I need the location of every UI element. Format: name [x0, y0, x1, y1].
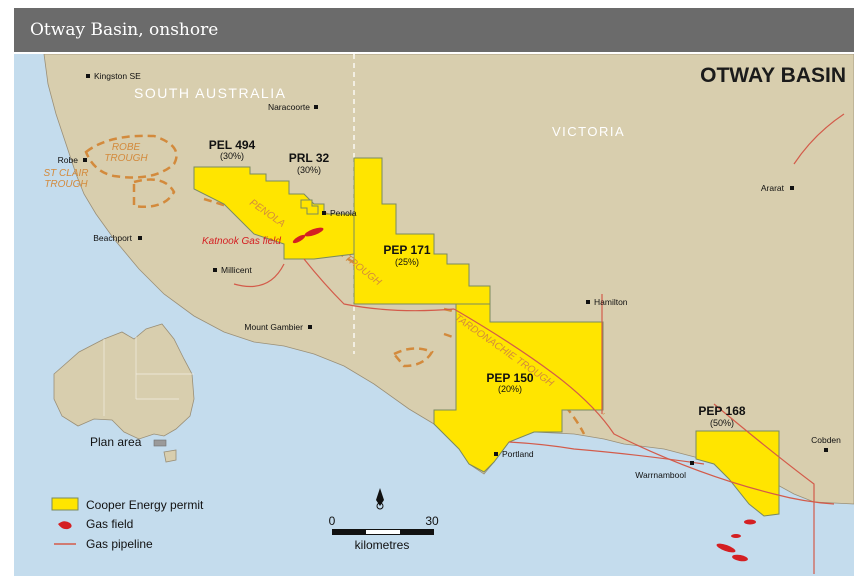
- town-marker-naracoorte: [314, 105, 318, 109]
- scale-unit-label: kilometres: [355, 538, 410, 552]
- permit-share-pep-168: (50%): [710, 418, 734, 428]
- permit-share-pel-494: (30%): [220, 151, 244, 161]
- permit-label-pep-171: PEP 171: [383, 243, 430, 257]
- legend-pipeline-label: Gas pipeline: [86, 537, 153, 551]
- town-marker-beachport: [138, 236, 142, 240]
- legend-gas-field-label: Gas field: [86, 517, 133, 531]
- permits-layer: [193, 157, 780, 517]
- scale-start-label: 0: [329, 514, 336, 528]
- town-marker-cobden: [824, 448, 828, 452]
- gas-field-katnook-2: [292, 234, 306, 244]
- permit-label-prl-32: PRL 32: [289, 151, 330, 165]
- town-label-penola: Penola: [330, 208, 357, 218]
- town-marker-warrnambool: [690, 461, 694, 465]
- pipelines: [233, 113, 845, 574]
- town-label-millicent: Millicent: [221, 265, 252, 275]
- legend: Cooper Energy permit Gas field Gas pipel…: [51, 497, 204, 551]
- permit-label-pep-168: PEP 168: [698, 404, 745, 418]
- town-marker-penola: [322, 211, 326, 215]
- north-arrow: [376, 488, 384, 510]
- gas-field-katnook: [304, 227, 324, 237]
- legend-permit-swatch: [51, 497, 79, 511]
- robe-trough-outline: [84, 134, 178, 179]
- state-label-vic: VICTORIA: [552, 124, 625, 139]
- town-marker-hamilton: [586, 300, 590, 304]
- pipeline-5: [233, 263, 285, 288]
- permit-pel-494: [193, 166, 355, 260]
- town-label-hamilton: Hamilton: [594, 297, 628, 307]
- map-canvas: OTWAY BASIN SOUTH AUSTRALIA VICTORIA Kin…: [14, 54, 854, 576]
- page-title: Otway Basin, onshore: [30, 20, 219, 40]
- permit-label-pep-150: PEP 150: [486, 371, 533, 385]
- pipeline-4: [713, 403, 815, 574]
- town-marker-ararat: [790, 186, 794, 190]
- state-label-sa: SOUTH AUSTRALIA: [134, 85, 286, 101]
- town-marker-portland: [494, 452, 498, 456]
- town-label-kingston: Kingston SE: [94, 71, 141, 81]
- inset-tasmania: [163, 449, 177, 463]
- pipeline-7: [508, 441, 705, 465]
- permit-share-pep-150: (20%): [498, 384, 522, 394]
- geo-label-stclair-1: ST CLAIR: [43, 168, 88, 179]
- permit-pep-168: [695, 430, 780, 517]
- gas-field-label-katnook: Katnook Gas field: [202, 236, 281, 247]
- permit-share-pep-171: (25%): [395, 257, 419, 267]
- town-label-beachport: Beachport: [93, 233, 132, 243]
- header-bar: Otway Basin, onshore: [14, 8, 854, 52]
- permit-share-prl-32: (30%): [297, 165, 321, 175]
- permit-prl-32: [300, 199, 319, 215]
- permit-label-pel-494: PEL 494: [209, 138, 256, 152]
- town-marker-kingston: [86, 74, 90, 78]
- town-label-ararat: Ararat: [761, 183, 785, 193]
- town-label-cobden: Cobden: [811, 435, 841, 445]
- town-label-portland: Portland: [502, 449, 534, 459]
- plan-area-marker: [153, 439, 167, 447]
- pipeline-6: [793, 113, 845, 165]
- geo-label-robe-1: ROBE: [112, 142, 141, 153]
- inset-australia: [53, 323, 195, 440]
- town-marker-mount-gambier: [308, 325, 312, 329]
- town-label-robe: Robe: [58, 155, 79, 165]
- legend-permit-label: Cooper Energy permit: [86, 498, 204, 512]
- gas-field-offshore-2: [732, 554, 748, 562]
- geo-label-stclair-2: TROUGH: [44, 179, 88, 190]
- town-markers: [83, 74, 828, 465]
- st-clair-trough-outline: [132, 178, 176, 208]
- gas-field-offshore-4: [731, 534, 741, 538]
- inset-map: [53, 323, 195, 463]
- town-label-mount-gambier: Mount Gambier: [244, 322, 303, 332]
- town-label-naracoorte: Naracoorte: [268, 102, 310, 112]
- small-trough-outline: [392, 347, 434, 368]
- scale-end-label: 30: [425, 514, 439, 528]
- gas-field-offshore-1: [716, 543, 736, 553]
- town-marker-robe: [83, 158, 87, 162]
- gas-field-offshore-3: [744, 519, 756, 525]
- legend-gas-field-symbol: [58, 521, 72, 530]
- inset-label: Plan area: [90, 435, 142, 449]
- map-title: OTWAY BASIN: [700, 64, 846, 87]
- gas-fields: [292, 227, 756, 562]
- pipeline-1: [303, 258, 455, 312]
- permit-pep-171: [353, 157, 491, 305]
- map-frame: OTWAY BASIN SOUTH AUSTRALIA VICTORIA Kin…: [14, 54, 854, 576]
- pipeline-2: [453, 308, 835, 505]
- town-marker-millicent: [213, 268, 217, 272]
- geo-label-robe-2: TROUGH: [104, 153, 148, 164]
- scale-bar: 0 30 kilometres: [329, 514, 439, 552]
- town-label-warrnambool: Warrnambool: [635, 470, 686, 480]
